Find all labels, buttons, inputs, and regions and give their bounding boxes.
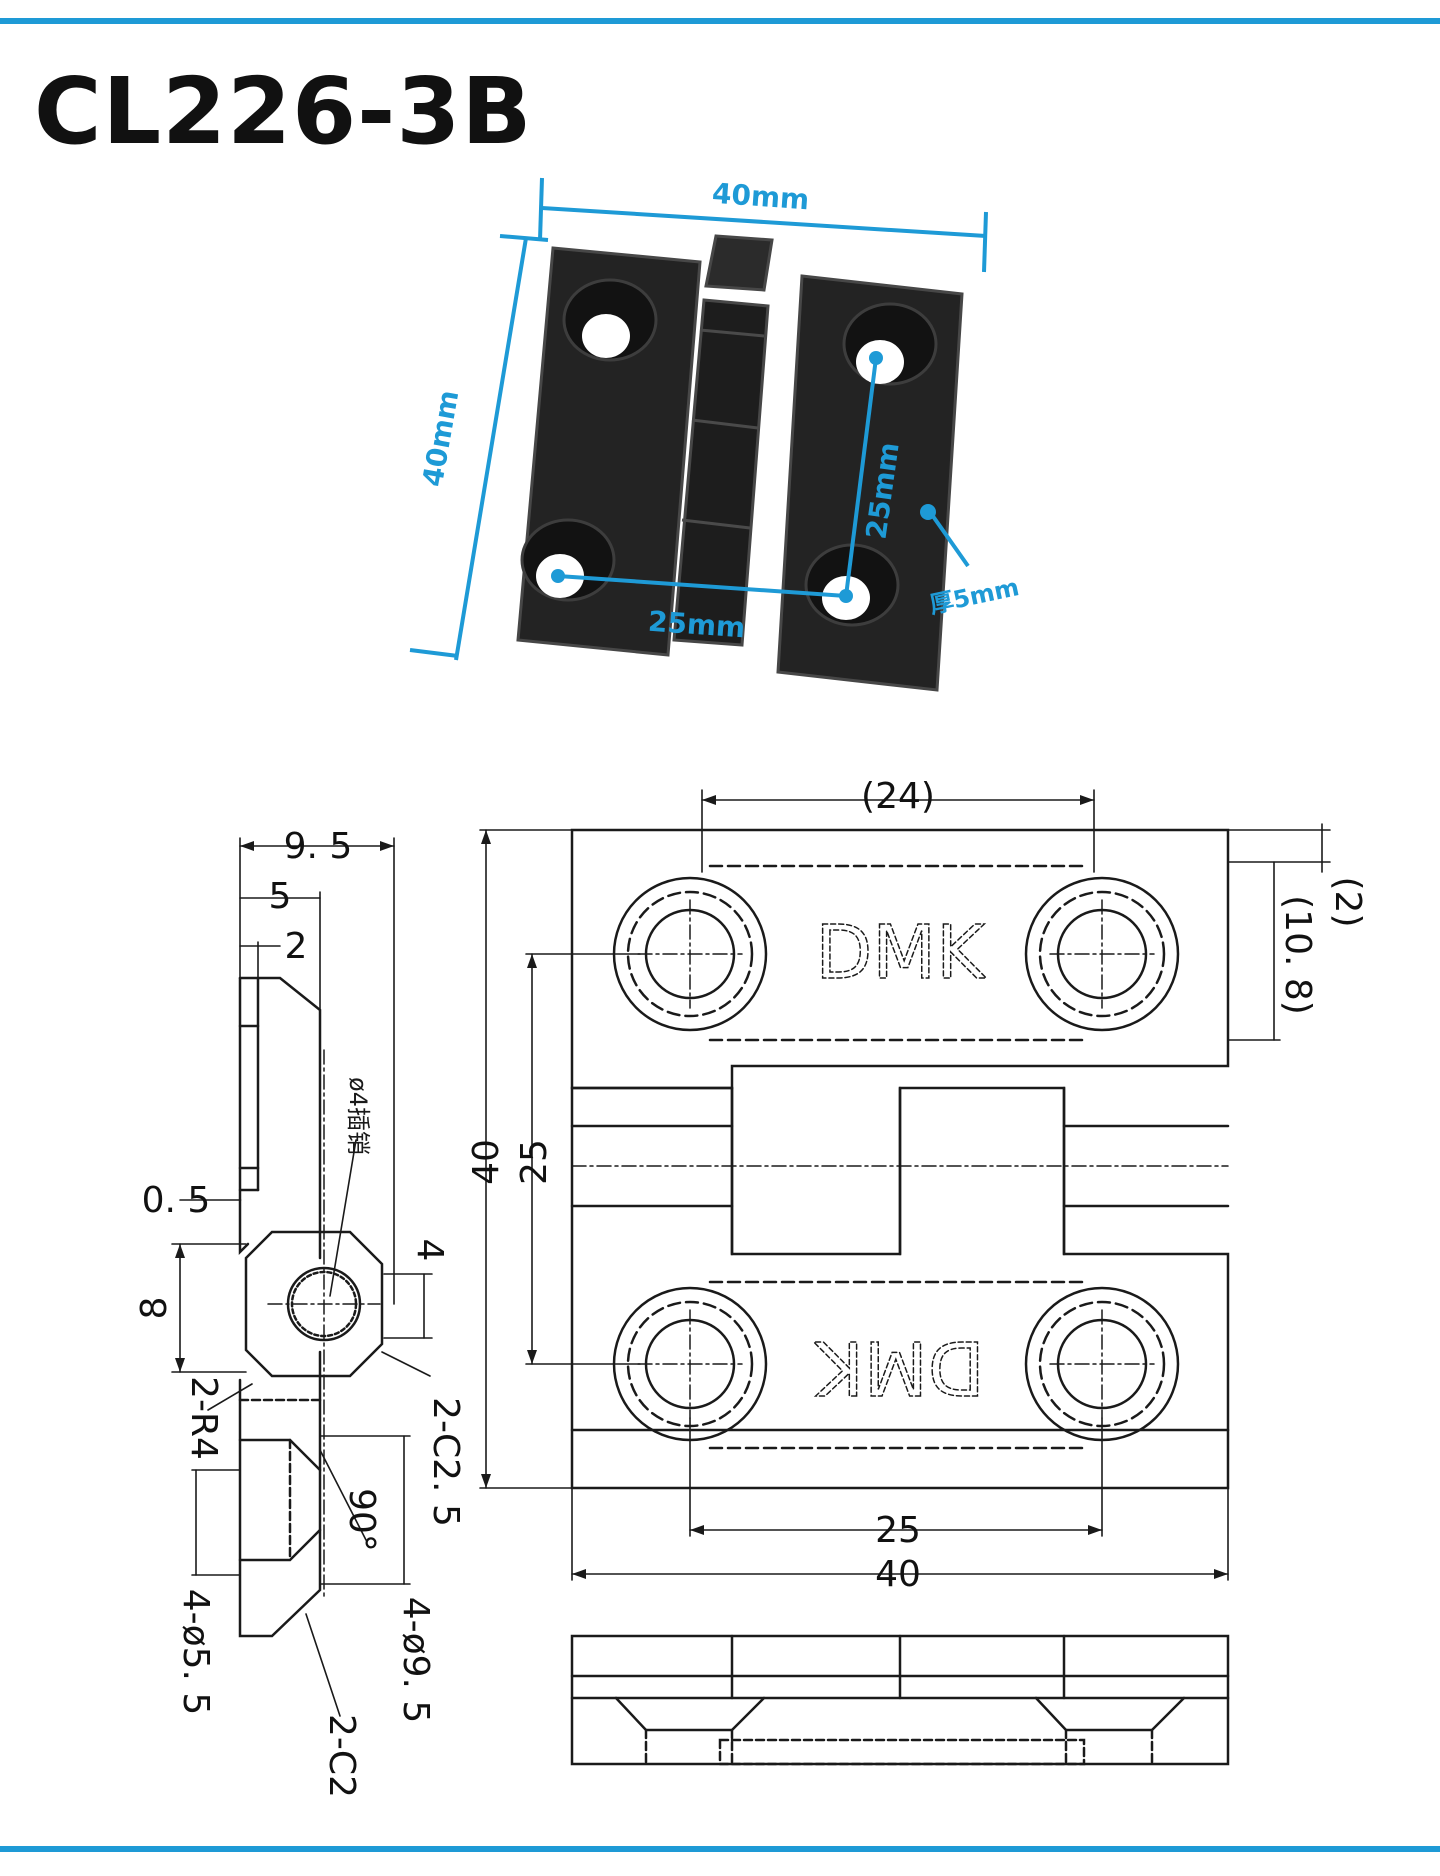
- side-view-centerlines: [267, 1049, 381, 1601]
- dim-side-c2-5: 2-C2. 5: [425, 1397, 466, 1527]
- dim-front-40-horizontal: 40: [875, 1554, 921, 1595]
- dim-side-4: 4: [409, 1239, 450, 1262]
- dim-side-angle: 90°: [341, 1488, 382, 1552]
- side-view-outline: [238, 976, 384, 1638]
- logo-bottom: DMK: [813, 1324, 985, 1410]
- dim-side-pin-label: ø4插销: [344, 1077, 372, 1155]
- dim-side-5: 5: [269, 876, 292, 917]
- arrowheads: [175, 795, 1228, 1579]
- dim-side-0-5: 0. 5: [142, 1180, 211, 1221]
- front-view-dimensions: [479, 789, 1331, 1581]
- photo-width-label: 40mm: [711, 177, 810, 217]
- dim-side-9-5: 9. 5: [284, 826, 353, 867]
- dim-side-dia-5-5: 4-ø5. 5: [175, 1589, 216, 1716]
- photo-dimension-lines: [409, 177, 988, 661]
- dim-side-2: 2: [285, 926, 308, 967]
- dim-front-40-vertical: 40: [466, 1139, 507, 1185]
- dim-side-c2: 2-C2: [321, 1714, 362, 1798]
- top-accent-rule: [0, 18, 1440, 24]
- dim-side-8: 8: [134, 1297, 175, 1320]
- bottom-view-outline: [570, 1634, 1230, 1766]
- dim-front-25-horizontal: 25: [875, 1510, 921, 1551]
- photo-hole-horizontal-label: 25mm: [647, 605, 746, 645]
- side-view-dimensions: [171, 837, 433, 1717]
- dim-side-dia-9-5: 4-ø9. 5: [395, 1597, 436, 1724]
- product-title: CL226-3B: [34, 58, 533, 165]
- technical-drawing: DMK DMK (24) (2) (10. 8) 25 40 25 40 9. …: [134, 776, 1368, 1798]
- logo-top: DMK: [815, 910, 987, 996]
- dim-front-10-8: (10. 8): [1277, 895, 1318, 1015]
- dim-front-25-vertical: 25: [514, 1139, 555, 1185]
- photo-dimension-dots: [551, 351, 936, 603]
- dim-side-r4: 2-R4: [183, 1376, 224, 1460]
- hinge-photo: 40mm 40mm 25mm 25mm 厚5mm: [409, 177, 1022, 692]
- front-view-centerlines: [571, 899, 1229, 1419]
- bottom-accent-rule: [0, 1846, 1440, 1852]
- photo-height-label: 40mm: [416, 388, 465, 490]
- dim-front-2: (2): [1327, 877, 1368, 928]
- dim-front-24: (24): [861, 776, 935, 817]
- front-view-hidden-lines: [626, 864, 1166, 1450]
